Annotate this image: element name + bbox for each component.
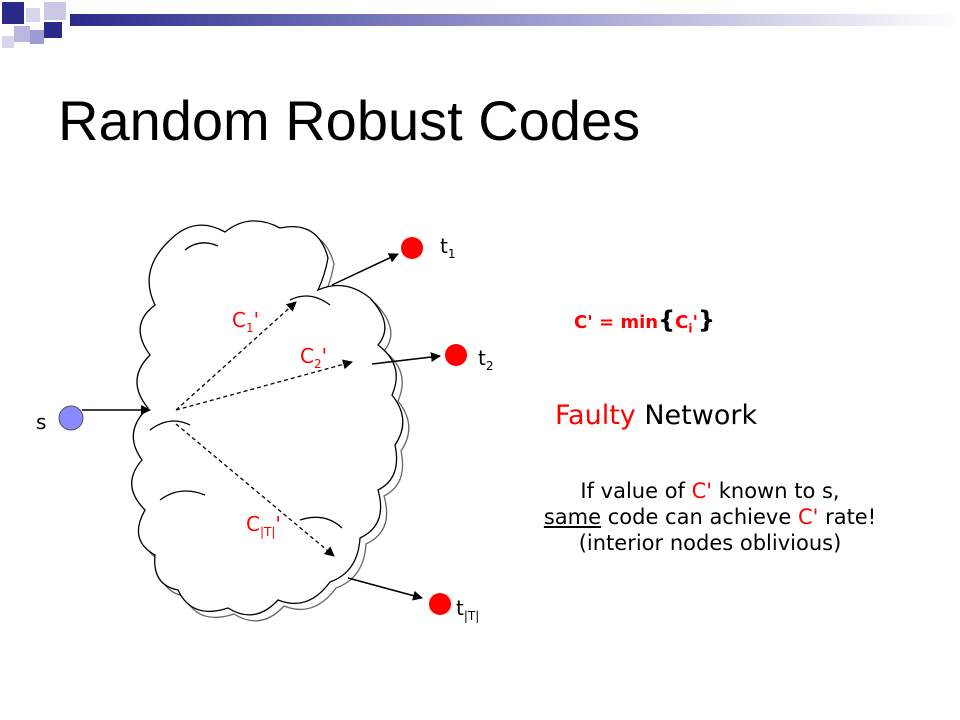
source-node xyxy=(58,405,84,431)
sink-node-2 xyxy=(445,344,467,366)
sink-label-1: t1 xyxy=(440,234,456,261)
sink-edge-T xyxy=(347,577,423,601)
header-bar xyxy=(70,14,960,26)
cut-label-1: C1' xyxy=(232,308,260,335)
sink-node-T xyxy=(429,593,451,615)
source-label: s xyxy=(36,410,47,434)
cut-arrow-1 xyxy=(175,301,297,411)
sink-label-T: t|T| xyxy=(456,596,480,623)
min-cut-formula: C' = min{Ci'} xyxy=(574,306,716,336)
cut-arrow-2 xyxy=(175,359,353,411)
cut-label-2: C2' xyxy=(300,344,328,371)
sink-edge-2 xyxy=(371,352,441,365)
cloud-network xyxy=(131,220,410,622)
explanation-note: If value of C' known to s, same code can… xyxy=(543,479,877,555)
faulty-network-heading: Faulty Network xyxy=(555,400,758,431)
corner-decoration xyxy=(0,0,70,60)
slide-title: Random Robust Codes xyxy=(58,89,641,152)
sink-label-2: t2 xyxy=(478,346,494,373)
sink-edge-1 xyxy=(331,253,399,286)
cut-arrow-T xyxy=(175,423,335,557)
cut-label-T: C|T|' xyxy=(246,512,281,539)
sink-node-1 xyxy=(401,237,423,259)
